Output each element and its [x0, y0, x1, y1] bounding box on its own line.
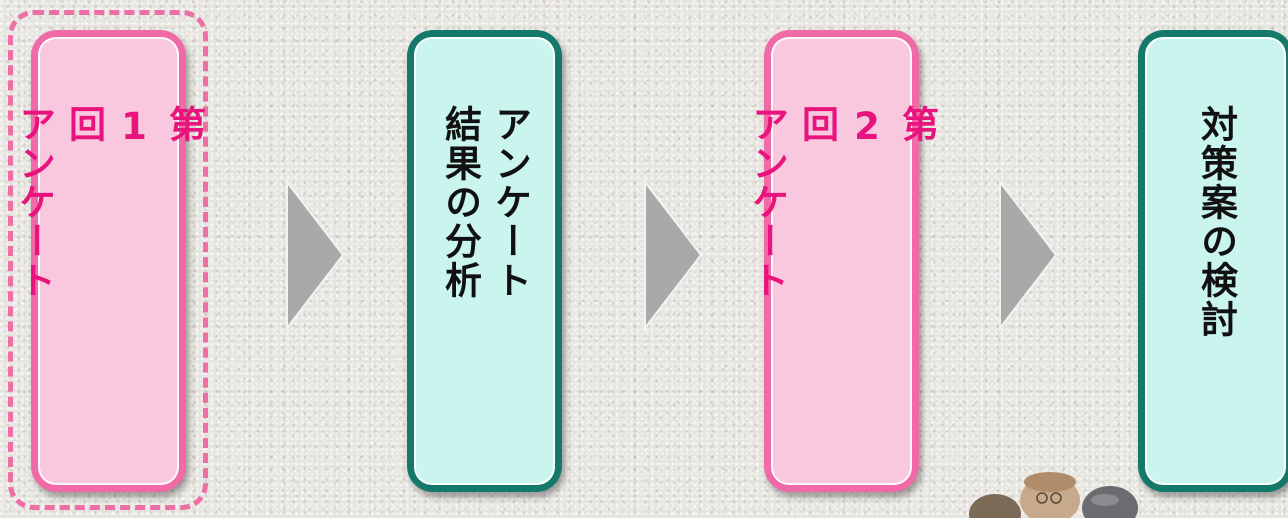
arrow-right-icon: [644, 180, 703, 330]
arrow-right-icon: [999, 180, 1058, 330]
people-illustration-icon: [969, 472, 1138, 518]
step-label: 第 1 回 アンケート: [12, 105, 206, 300]
step-first-survey[interactable]: 第 1 回 アンケート: [13, 30, 206, 492]
step-second-survey[interactable]: 第 2 回 アンケート: [746, 30, 939, 492]
step-label: アンケート 結果の分析: [438, 105, 532, 300]
step-result-analysis[interactable]: アンケート 結果の分析: [407, 30, 562, 492]
arrow-right-icon: [286, 180, 345, 330]
step-label: 対策案の検討: [1194, 105, 1238, 339]
selection-outline: [8, 10, 208, 510]
step-label: 第 2 回 アンケート: [745, 105, 939, 300]
step-countermeasure-review[interactable]: 対策案の検討: [1138, 30, 1288, 492]
